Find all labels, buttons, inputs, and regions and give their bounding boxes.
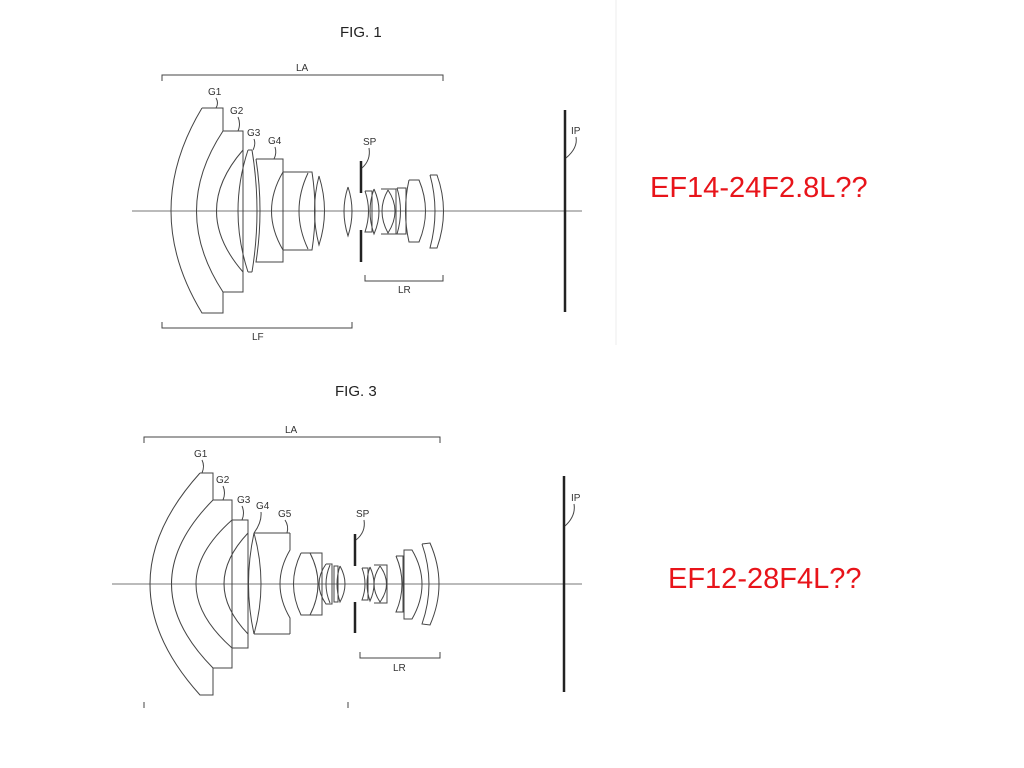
lens-element (381, 188, 397, 235)
lens-element (364, 190, 373, 233)
bracket-lr (359, 652, 441, 659)
label-la: LA (296, 63, 309, 74)
lens-element (318, 563, 333, 605)
lens-element (395, 555, 404, 613)
lens-element (314, 175, 325, 247)
label-g1: G1 (194, 449, 208, 460)
bracket-lf (161, 322, 353, 329)
label-la: LA (285, 425, 298, 436)
label-g3: G3 (237, 495, 251, 506)
label-ip: IP (571, 493, 581, 504)
label-sp: SP (363, 137, 377, 148)
lens-element (369, 188, 380, 236)
lens-element (333, 565, 346, 604)
figure-1: FIG. 1 LA G1 G2 G3 G4 SP LR (132, 24, 582, 343)
leader-g2 (222, 485, 225, 501)
lens-g4 (248, 532, 290, 635)
leader-sp (355, 519, 365, 541)
lens-element (343, 186, 353, 238)
leader-g2 (237, 116, 240, 132)
leader-g3 (252, 138, 256, 151)
leader-g1 (215, 97, 218, 109)
label-sp: SP (356, 509, 370, 520)
leader-ip (564, 503, 575, 527)
leader-g5 (284, 519, 289, 534)
lens-element (429, 174, 444, 249)
lens-element (293, 552, 323, 616)
label-lr: LR (398, 285, 411, 296)
lens-element (396, 187, 407, 235)
lens-g1 (170, 107, 224, 314)
bracket-la (143, 436, 441, 443)
bracket-lf-fragment (143, 702, 349, 708)
label-ip: IP (571, 126, 581, 137)
lens-g2 (195, 499, 233, 669)
label-g3: G3 (247, 128, 261, 139)
leader-g4 (273, 146, 277, 160)
lens-element (421, 542, 440, 626)
lens-model-annotation-1: EF14-24F2.8L?? (650, 172, 868, 204)
lens-g2 (216, 130, 244, 293)
lens-element (373, 564, 388, 604)
label-g1: G1 (208, 87, 222, 98)
label-g4: G4 (256, 501, 270, 512)
label-g2: G2 (230, 106, 244, 117)
leader-g3 (241, 505, 244, 521)
lens-model-annotation-2: EF12-28F4L?? (668, 563, 862, 595)
figure-3-title: FIG. 3 (335, 383, 377, 400)
label-lf: LF (252, 332, 264, 343)
label-g5: G5 (278, 509, 292, 520)
lens-g3 (237, 149, 258, 273)
label-g2: G2 (216, 475, 230, 486)
label-g4: G4 (268, 136, 282, 147)
leader-ip (565, 136, 577, 159)
figure-3: FIG. 3 LA G1 G2 G3 G4 G5 SP (112, 383, 582, 708)
leader-g1 (201, 459, 204, 474)
bracket-la (161, 74, 444, 81)
label-lr: LR (393, 663, 406, 674)
leader-sp (361, 147, 370, 169)
lens-element (405, 179, 426, 243)
lens-g4 (255, 158, 284, 263)
lens-element (361, 566, 375, 603)
figure-1-title: FIG. 1 (340, 24, 382, 41)
lens-g1-back (196, 130, 224, 293)
leader-g4 (253, 511, 262, 534)
lens-g5 (279, 533, 291, 634)
lens-g1 (149, 472, 214, 696)
lens-element (403, 549, 423, 620)
bracket-lr (364, 275, 444, 282)
